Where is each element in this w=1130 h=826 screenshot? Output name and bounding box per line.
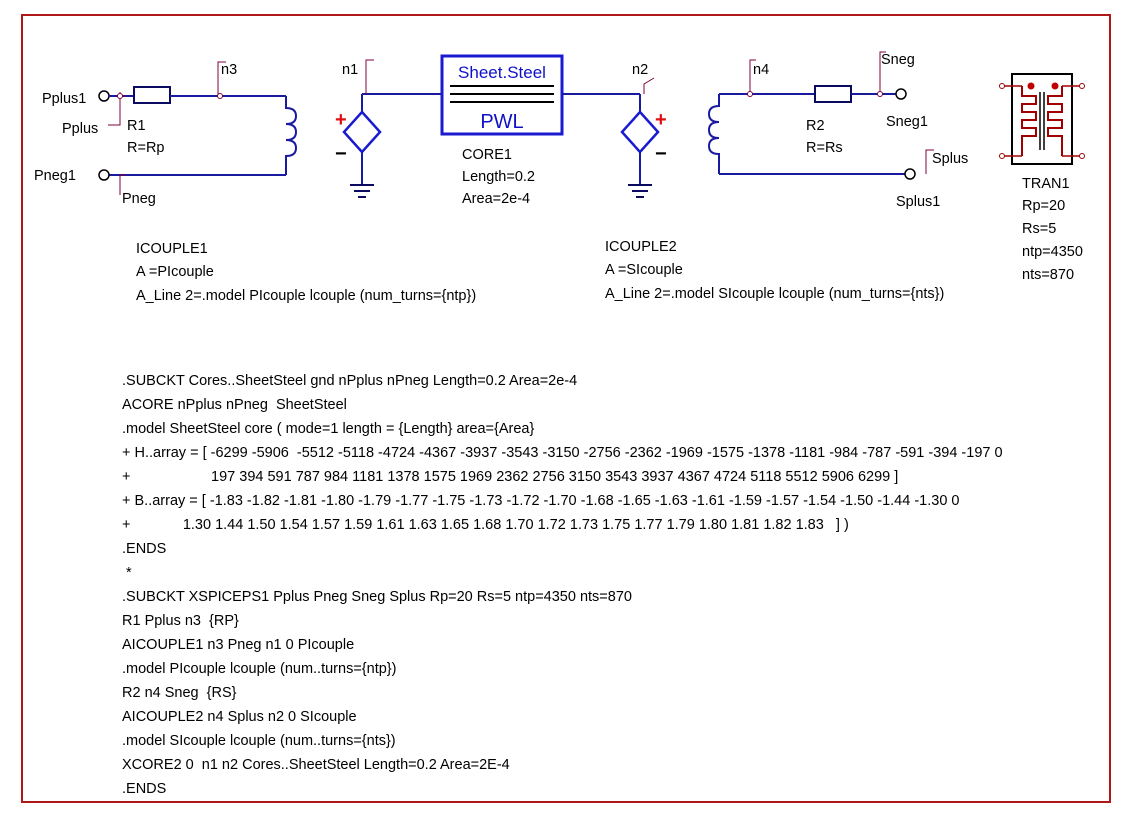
icouple-annotations: ICOUPLE1 A =PIcouple A_Line 2=.model PIc…: [136, 239, 944, 304]
netlist-line: + 1.30 1.44 1.50 1.54 1.57 1.59 1.61 1.6…: [122, 517, 849, 533]
n4-label: n4: [753, 62, 769, 78]
netlist-line: *: [122, 565, 132, 581]
coil-icouple2[interactable]: [707, 94, 720, 174]
r1-name: R1: [127, 118, 146, 134]
source-plus-left: +: [335, 109, 347, 131]
tran-nts: nts=870: [1022, 267, 1074, 283]
transformer-primary-winding: [1021, 86, 1037, 156]
diamond-source-right[interactable]: [620, 110, 660, 154]
netlist-line: R1 Pplus n3 {RP}: [122, 613, 239, 629]
netlist-line: ACORE nPplus nPneg SheetSteel: [122, 397, 347, 413]
icouple2-a: A =SIcouple: [605, 262, 683, 278]
transformer-pin-tl-dot: [999, 83, 1005, 89]
spice-netlist: .SUBCKT Cores..SheetSteel gnd nPplus nPn…: [122, 369, 1003, 801]
pplus1-terminal[interactable]: [98, 90, 110, 102]
icouple2-aline: A_Line 2=.model SIcouple lcouple (num_tu…: [605, 286, 944, 302]
n3-pin-marker: [217, 61, 226, 96]
r2-name: R2: [806, 118, 825, 134]
pneg-label: Pneg: [122, 191, 156, 207]
n3-label: n3: [221, 62, 237, 78]
pneg-pin-marker: [119, 174, 126, 195]
secondary-circuit: n4 R2 R=Rs Sneg Sneg1 Splus Splus1: [707, 51, 968, 210]
coil-icouple1[interactable]: [285, 96, 298, 175]
resistor-r2[interactable]: [814, 85, 852, 103]
tran-rp: Rp=20: [1022, 198, 1065, 214]
source-plus-right: +: [655, 109, 667, 131]
netlist-line: .model PIcouple lcouple (num..turns={ntp…: [122, 661, 397, 677]
n2-label: n2: [632, 62, 648, 78]
n2-pin-marker: [643, 77, 655, 94]
source-icouple1: + − n1: [335, 59, 442, 198]
pplus-node: [117, 93, 123, 99]
netlist-line: .model SIcouple lcouple (num..turns={nts…: [122, 733, 396, 749]
netlist-line: XCORE2 0 n1 n2 Cores..SheetSteel Length=…: [122, 757, 510, 773]
resistor-r1[interactable]: [133, 86, 171, 104]
source-minus-left: −: [335, 143, 347, 165]
primary-circuit: Pplus1 Pplus Pneg1 Pneg n3 R1 R=Rp: [34, 61, 298, 207]
n4-node: [747, 91, 753, 97]
netlist-line: .ENDS: [122, 781, 167, 797]
sneg1-label: Sneg1: [886, 114, 928, 130]
core-top-label: Sheet.Steel: [458, 63, 546, 82]
n4-pin-marker: [749, 59, 756, 94]
splus-label: Splus: [932, 151, 968, 167]
netlist-line: .SUBCKT Cores..SheetSteel gnd nPplus nPn…: [122, 373, 578, 389]
netlist-line: .model SheetSteel core ( mode=1 length =…: [122, 421, 535, 437]
netlist-line: AICOUPLE2 n4 Splus n2 0 SIcouple: [122, 709, 357, 725]
transformer-pin-bl-dot: [999, 153, 1005, 159]
n1-label: n1: [342, 62, 358, 78]
n3-node: [217, 93, 223, 99]
r2-value: R=Rs: [806, 140, 843, 156]
netlist-line: AICOUPLE1 n3 Pneg n1 0 PIcouple: [122, 637, 355, 653]
splus1-terminal[interactable]: [904, 168, 916, 180]
icouple2-name: ICOUPLE2: [605, 239, 677, 255]
tran-ntp: ntp=4350: [1022, 244, 1083, 260]
core1-block[interactable]: Sheet.Steel PWL CORE1 Length=0.2 Area=2e…: [440, 54, 564, 207]
pneg1-terminal[interactable]: [98, 169, 110, 181]
pplus1-label: Pplus1: [42, 91, 86, 107]
n1-pin-marker: [365, 59, 374, 94]
sneg1-terminal[interactable]: [895, 88, 907, 100]
source-minus-right: −: [655, 143, 667, 165]
transformer-dot-secondary: [1051, 82, 1059, 90]
r1-value: R=Rp: [127, 140, 164, 156]
netlist-line: + 197 394 591 787 984 1181 1378 1575 196…: [122, 469, 899, 485]
transformer-tran1[interactable]: TRAN1 Rp=20 Rs=5 ntp=4350 nts=870: [999, 73, 1085, 283]
sneg-pin-marker: [879, 51, 886, 94]
pplus-label: Pplus: [62, 121, 98, 137]
netlist-line: .ENDS: [122, 541, 167, 557]
netlist-line: + H..array = [ -6299 -5906 -5512 -5118 -…: [122, 445, 1003, 461]
sneg-node: [877, 91, 883, 97]
tran-name: TRAN1: [1022, 176, 1070, 192]
icouple1-aline: A_Line 2=.model PIcouple lcouple (num_tu…: [136, 288, 476, 304]
core-area: Area=2e-4: [462, 191, 530, 207]
transformer-pin-br-dot: [1079, 153, 1085, 159]
transformer-pin-tr-dot: [1079, 83, 1085, 89]
splus1-label: Splus1: [896, 194, 940, 210]
schematic-frame: [21, 14, 1111, 803]
netlist-line: + B..array = [ -1.83 -1.82 -1.81 -1.80 -…: [122, 493, 960, 509]
icouple1-a: A =PIcouple: [136, 264, 214, 280]
netlist-line: .SUBCKT XSPICEPS1 Pplus Pneg Sneg Splus …: [122, 589, 632, 605]
netlist-line: R2 n4 Sneg {RS}: [122, 685, 237, 701]
core-length: Length=0.2: [462, 169, 535, 185]
icouple1-name: ICOUPLE1: [136, 241, 208, 257]
tran-rs: Rs=5: [1022, 221, 1056, 237]
core-name: CORE1: [462, 147, 512, 163]
sneg-label: Sneg: [881, 52, 915, 68]
splus-pin-marker: [925, 149, 934, 174]
transformer-dot-primary: [1027, 82, 1035, 90]
diamond-source-left[interactable]: [342, 110, 382, 154]
source-icouple2: + − n2: [562, 62, 667, 198]
core-bottom-label: PWL: [480, 111, 523, 133]
pneg1-label: Pneg1: [34, 168, 76, 184]
transformer-secondary-winding: [1047, 86, 1063, 156]
